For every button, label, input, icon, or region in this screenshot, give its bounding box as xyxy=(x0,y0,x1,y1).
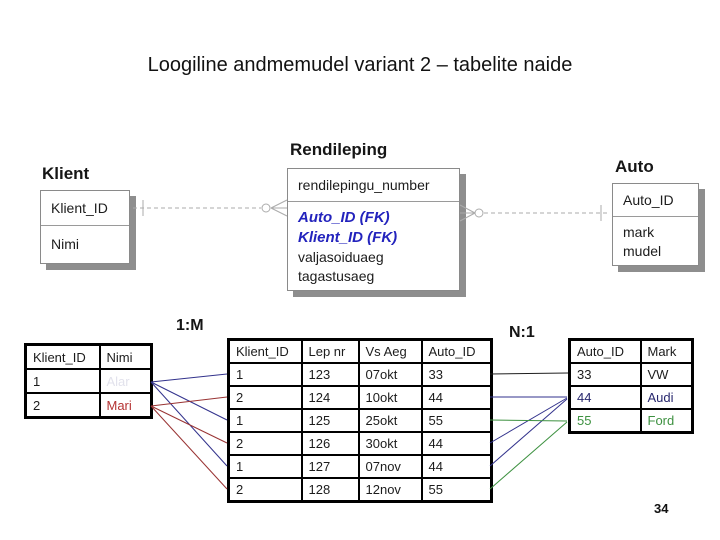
relationship-label-1m: 1:M xyxy=(176,317,204,334)
column-header: Lep nr xyxy=(300,338,360,364)
column-header: Nimi xyxy=(98,343,153,370)
table-header-row: Klient_ID Nimi xyxy=(24,343,153,370)
table-row: 33 VW xyxy=(568,362,694,387)
entity-rendileping-label: Rendileping xyxy=(290,140,388,159)
table-row: 2 124 10okt 44 xyxy=(227,385,493,410)
table-row: 1 127 07nov 44 xyxy=(227,454,493,479)
table-cell: 55 xyxy=(420,408,493,433)
table-cell: 10okt xyxy=(357,385,423,410)
mapping-line-klient2 xyxy=(150,405,228,444)
entity-rendileping-fk: Auto_ID (FK) xyxy=(298,209,390,226)
table-cell: 33 xyxy=(568,362,642,387)
table-row: 1 Alar xyxy=(24,368,153,394)
table-cell: 124 xyxy=(300,385,360,410)
table-cell: 1 xyxy=(24,368,101,394)
crow-foot-icon xyxy=(270,199,288,217)
page-number: 34 xyxy=(654,501,669,516)
mapping-lines-klient xyxy=(150,373,228,490)
table-cell: Ford xyxy=(639,408,694,434)
entity-rendileping-fk: Klient_ID (FK) xyxy=(298,229,398,246)
auto-data-table: Auto_ID Mark 33 VW 44 Audi 55 Ford xyxy=(568,338,694,434)
column-header: Klient_ID xyxy=(24,343,101,370)
optional-circle xyxy=(261,203,271,213)
entity-auto-attr: mudel xyxy=(623,243,662,259)
crow-foot-icon xyxy=(459,204,476,222)
mapping-line-auto55 xyxy=(489,419,568,422)
table-cell: 2 xyxy=(227,477,303,503)
column-header: Mark xyxy=(639,338,694,364)
table-cell: 25okt xyxy=(357,408,423,433)
entity-auto: Auto_ID mark mudel xyxy=(612,183,699,266)
table-cell: 127 xyxy=(300,454,360,479)
table-cell: 1 xyxy=(227,454,303,479)
table-cell: 123 xyxy=(300,362,360,387)
table-row: 2 128 12nov 55 xyxy=(227,477,493,503)
mapping-line-klient1 xyxy=(150,381,228,421)
mapping-lines-auto xyxy=(489,372,569,490)
table-cell: 44 xyxy=(420,431,493,456)
erd-relationship-rendileping-auto xyxy=(459,204,610,222)
table-cell: Mari xyxy=(98,392,153,419)
table-cell: 55 xyxy=(568,408,642,434)
table-cell: 07okt xyxy=(357,362,423,387)
table-cell: 128 xyxy=(300,477,360,503)
table-cell: 1 xyxy=(227,408,303,433)
table-row: 44 Audi xyxy=(568,385,694,410)
entity-rendileping-attr: tagastusaeg xyxy=(298,268,375,284)
table-cell: 44 xyxy=(420,385,493,410)
entity-klient-pk: Klient_ID xyxy=(41,191,129,226)
entity-klient: Klient_ID Nimi xyxy=(40,190,130,264)
mapping-line-klient2 xyxy=(150,405,228,490)
entity-auto-pk: Auto_ID xyxy=(613,184,698,217)
column-header: Auto_ID xyxy=(568,338,642,364)
table-cell: 55 xyxy=(420,477,493,503)
mapping-line-auto44 xyxy=(489,397,568,444)
table-row: 1 125 25okt 55 xyxy=(227,408,493,433)
table-cell: 44 xyxy=(568,385,642,410)
entity-klient-label: Klient xyxy=(42,164,90,183)
table-cell: 2 xyxy=(227,385,303,410)
entity-rendileping-pk: rendilepingu_number xyxy=(288,169,459,202)
table-header-row: Klient_ID Lep nr Vs Aeg Auto_ID xyxy=(227,338,493,364)
table-cell: Audi xyxy=(639,385,694,410)
entity-auto-attr: mark xyxy=(623,224,655,240)
column-header: Klient_ID xyxy=(227,338,303,364)
column-header: Vs Aeg xyxy=(357,338,423,364)
table-cell: 44 xyxy=(420,454,493,479)
entity-rendileping-attr: valjasoiduaeg xyxy=(298,249,384,265)
table-row: 2 126 30okt 44 xyxy=(227,431,493,456)
mapping-line-klient2 xyxy=(150,396,228,407)
entity-rendileping: rendilepingu_number Auto_ID (FK) Klient_… xyxy=(287,168,460,291)
erd-relationship-klient-rendileping xyxy=(133,199,288,217)
klient-data-table: Klient_ID Nimi 1 Alar 2 Mari xyxy=(24,343,153,419)
table-cell: 07nov xyxy=(357,454,423,479)
table-header-row: Auto_ID Mark xyxy=(568,338,694,364)
mapping-line-auto44 xyxy=(489,398,568,467)
table-cell: 12nov xyxy=(357,477,423,503)
relationship-label-n1: N:1 xyxy=(509,324,535,341)
mapping-line-auto55 xyxy=(489,421,568,490)
table-cell: 126 xyxy=(300,431,360,456)
table-cell: 125 xyxy=(300,408,360,433)
table-cell: 2 xyxy=(227,431,303,456)
entity-auto-label: Auto xyxy=(615,157,654,176)
mapping-line-klient1 xyxy=(150,373,228,383)
slide-title: Loogiline andmemudel variant 2 – tabelit… xyxy=(147,54,573,76)
table-row: 55 Ford xyxy=(568,408,694,434)
entity-klient-attr: Nimi xyxy=(51,236,79,252)
mapping-line-auto33 xyxy=(489,372,569,375)
mapping-line-klient1 xyxy=(150,381,228,467)
table-cell: 1 xyxy=(227,362,303,387)
table-row: 1 123 07okt 33 xyxy=(227,362,493,387)
table-cell: VW xyxy=(639,362,694,387)
rendileping-data-table: Klient_ID Lep nr Vs Aeg Auto_ID 1 123 07… xyxy=(227,338,493,503)
column-header: Auto_ID xyxy=(420,338,493,364)
table-cell: 33 xyxy=(420,362,493,387)
optional-circle xyxy=(474,208,484,218)
table-row: 2 Mari xyxy=(24,392,153,419)
table-cell: Alar xyxy=(98,368,153,394)
table-cell: 30okt xyxy=(357,431,423,456)
table-cell: 2 xyxy=(24,392,101,419)
